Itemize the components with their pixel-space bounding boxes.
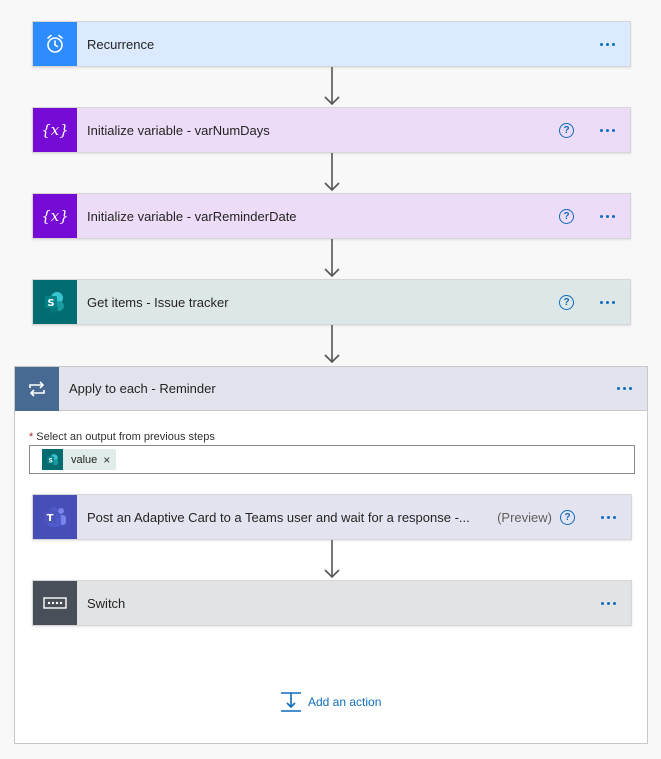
more-options-button[interactable] <box>590 205 624 227</box>
step-title: Post an Adaptive Card to a Teams user an… <box>87 509 470 525</box>
more-options-button[interactable] <box>607 378 641 400</box>
add-action-icon <box>281 692 301 712</box>
svg-text:S: S <box>47 298 54 309</box>
dynamic-content-token[interactable]: S value × <box>42 449 117 470</box>
select-output-label: *Select an output from previous steps <box>29 431 215 443</box>
switch-icon <box>33 581 77 625</box>
step-card-post-adaptive-card[interactable]: T Post an Adaptive Card to a Teams user … <box>32 494 632 540</box>
token-label: value <box>71 453 98 466</box>
remove-token-button[interactable]: × <box>103 452 111 467</box>
more-options-button[interactable] <box>591 506 625 528</box>
more-options-button[interactable] <box>590 291 624 313</box>
sharepoint-icon: S <box>42 449 63 470</box>
preview-badge: (Preview) <box>497 509 552 525</box>
step-card-get-items[interactable]: S Get items - Issue tracker ? <box>32 279 631 325</box>
more-options-button[interactable] <box>591 592 625 614</box>
connector-arrow-icon <box>324 239 340 278</box>
required-marker: * <box>29 431 34 443</box>
step-title: Switch <box>87 595 126 611</box>
add-action-label: Add an action <box>308 695 382 709</box>
connector-arrow-icon <box>324 153 340 192</box>
step-card-init-var-reminderdate[interactable]: {x} Initialize variable - varReminderDat… <box>32 193 631 239</box>
help-icon[interactable]: ? <box>560 509 575 525</box>
step-title: Initialize variable - varReminderDate <box>87 208 297 224</box>
step-title: Recurrence <box>87 36 155 52</box>
loop-title: Apply to each - Reminder <box>69 381 216 396</box>
apply-to-each-header[interactable]: Apply to each - Reminder <box>15 366 647 411</box>
more-options-button[interactable] <box>590 119 624 141</box>
alarm-clock-icon <box>33 22 77 66</box>
help-icon[interactable]: ? <box>559 294 574 310</box>
step-card-init-var-numdays[interactable]: {x} Initialize variable - varNumDays ? <box>32 107 631 153</box>
teams-icon: T <box>33 495 77 539</box>
select-output-input[interactable]: S value × <box>29 445 635 474</box>
svg-text:{x}: {x} <box>41 121 69 139</box>
sharepoint-icon: S <box>33 280 77 324</box>
step-title: Initialize variable - varNumDays <box>87 122 270 138</box>
more-options-button[interactable] <box>590 33 624 55</box>
add-action-button[interactable]: Add an action <box>280 691 381 713</box>
svg-text:T: T <box>47 513 54 524</box>
svg-text:S: S <box>48 458 52 464</box>
help-icon[interactable]: ? <box>559 122 574 138</box>
help-icon[interactable]: ? <box>559 208 574 224</box>
step-card-recurrence[interactable]: Recurrence <box>32 21 631 67</box>
variable-icon: {x} <box>33 108 77 152</box>
connector-arrow-icon <box>324 325 340 364</box>
variable-icon: {x} <box>33 194 77 238</box>
connector-arrow-icon <box>324 540 340 579</box>
apply-to-each-container: Apply to each - Reminder *Select an outp… <box>14 366 648 744</box>
loop-icon <box>15 366 59 411</box>
step-title: Get items - Issue tracker <box>87 294 229 310</box>
svg-text:{x}: {x} <box>41 207 69 225</box>
step-card-switch[interactable]: Switch <box>32 580 632 626</box>
connector-arrow-icon <box>324 67 340 106</box>
